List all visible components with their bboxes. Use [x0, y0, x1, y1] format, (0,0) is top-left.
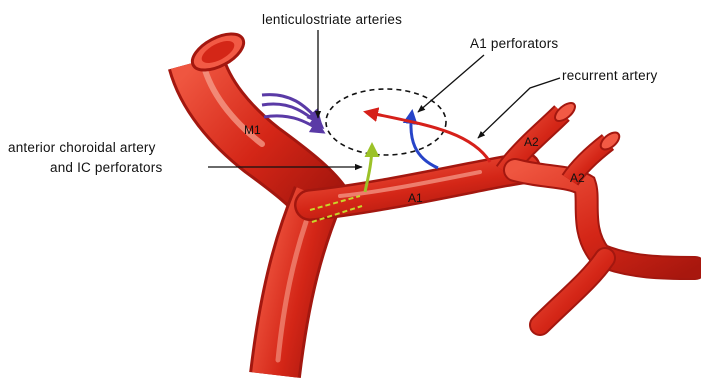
label-lenticulostriate: lenticulostriate arteries [262, 12, 402, 27]
segment-label-a2-lower: A2 [570, 171, 585, 185]
internal-carotid-segment [275, 196, 318, 375]
a2-lower-segment [515, 142, 695, 325]
a2-lower-cut-end [598, 129, 623, 152]
label-a1-perforators: A1 perforators [470, 36, 558, 51]
segment-label-m1: M1 [244, 123, 261, 137]
segment-label-a1: A1 [408, 191, 423, 205]
a1-perforator-arrow [411, 112, 438, 168]
label-anterior-choroidal-line1: anterior choroidal artery [8, 140, 156, 155]
segment-label-a2-upper: A2 [524, 135, 539, 149]
perforator-region-ellipse [326, 89, 446, 155]
label-recurrent-artery: recurrent artery [562, 68, 658, 83]
label-anterior-choroidal-line2: and IC perforators [50, 160, 162, 175]
leader-a1-perforators [418, 55, 484, 112]
